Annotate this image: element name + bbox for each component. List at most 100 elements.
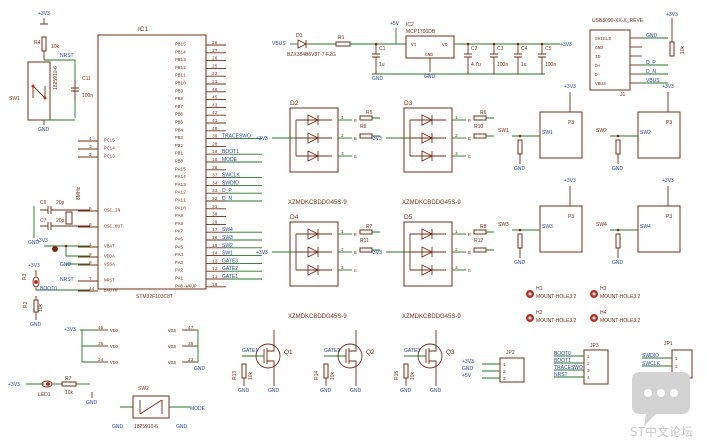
usb-connector: USB3090-XX-X_REVE +3V3 10k J1 SHIELDGNDG… — [589, 12, 686, 98]
watermark-text: ST中文论坛 — [630, 425, 693, 439]
mcu-pin-num: 44 — [89, 286, 95, 292]
mcu-pin-num: 6 — [89, 222, 92, 228]
header-net-label: NRST — [554, 372, 568, 378]
ic2-ref: IC2 — [406, 22, 414, 28]
led-r-top: R8 — [480, 224, 487, 230]
mcu-pin-num: 15 — [212, 243, 218, 249]
led-pin-name: R — [354, 118, 357, 124]
vss-pin-name: VSS — [168, 344, 176, 350]
mcu-pin-name: PB5 — [175, 120, 183, 126]
mcu-pin-num: 20 — [212, 141, 218, 147]
fet-r-val: 10k — [330, 371, 336, 380]
r1-ref: R1 — [338, 35, 345, 41]
mcu-pin-name: PB1 — [175, 151, 183, 157]
d1-part: BZX384B6V8T-7-F2G — [287, 52, 336, 58]
led-pin-num: 2 — [455, 247, 458, 253]
mcu-net-label: SW3 — [222, 235, 233, 241]
vss-pin-num: 23 — [188, 357, 194, 363]
mcu-pin-num: 14 — [212, 251, 218, 257]
reset-circuit: +3V3 R4 10k SW1 1825910-6 NRST C11 100n … — [9, 11, 93, 133]
led-r-bottom: R10 — [474, 124, 483, 130]
boot-circuit: +3V3 R3 NRST BOOT0 R2 10k GND — [22, 263, 90, 328]
led-r-top: R7 — [366, 224, 373, 230]
r7-val: 10k — [65, 390, 74, 396]
hole-ref: H2 — [536, 310, 543, 316]
fet-gnd-right: GND — [430, 388, 442, 394]
mcu-pin-name: PA2 — [175, 268, 183, 274]
mcu-pin-name: PA7 — [175, 229, 183, 235]
sw-part: P3 — [666, 214, 672, 220]
usb-net-label: GND — [646, 33, 658, 39]
hole-label: MOUNT-HOLE3.2 — [600, 318, 641, 324]
header-pin-num: 4 — [587, 375, 590, 381]
led-pin-name: G — [468, 154, 471, 160]
fet-gnd-right: GND — [350, 388, 362, 394]
sw2-part-left: 1825910-6 — [134, 424, 158, 430]
vdd-pin-name: VDD — [110, 344, 118, 350]
mcu-net-label: BOOT1 — [222, 149, 239, 155]
vcc-reg-out: +3V3 — [560, 42, 572, 48]
cap-ref: C3 — [497, 46, 504, 52]
vcc-label-1: +3V3 — [38, 11, 50, 17]
chat-bubble-icon — [632, 372, 690, 426]
mcu-net-label: GATE3 — [222, 258, 238, 264]
mcu-pin-num: 21 — [212, 79, 218, 85]
mcu-pin-name: PB12 — [175, 65, 186, 71]
usb-r-val: 10k — [680, 45, 686, 54]
vdd-pin-num: 48 — [98, 325, 104, 331]
mcu-pin-num: 40 — [212, 126, 218, 132]
led-pin-name: G — [354, 268, 357, 274]
sw-part: P3 — [666, 120, 672, 126]
mcu-pin-name: PB7 — [175, 104, 183, 110]
mcu-pin-name: PA1 — [175, 276, 183, 282]
jp2-ref: JP2 — [506, 350, 515, 356]
mcu-net-label: SW1 — [222, 251, 233, 257]
mcu-pin-name: PB14 — [175, 49, 186, 55]
mcu-pin-num: 39 — [212, 134, 218, 140]
header-net-label: SWDIO — [642, 353, 659, 359]
led-part: XZMDKCBDDG45S-9 — [288, 200, 347, 206]
led-pin-name: B — [354, 136, 357, 142]
led-r-top: R6 — [480, 110, 487, 116]
mcu-pin-name: PB11 — [175, 73, 186, 79]
led-pin-num: 2 — [455, 133, 458, 139]
mcu-pin-name: PA10 — [175, 205, 186, 211]
header-pin-num: 1 — [675, 356, 678, 362]
r2-ref: R2 — [23, 301, 29, 308]
mcu-pin-num: 9 — [89, 252, 92, 258]
boot0-net: BOOT0 — [40, 286, 57, 292]
led-vcc-label: +3V3 — [256, 136, 268, 142]
mcu-pin-name: PA15 — [175, 166, 186, 172]
mcu-pin-num: 28 — [212, 40, 218, 46]
hole-label: MOUNT-HOLE3.2 — [600, 294, 641, 300]
mcu-pin-name: PB10 — [175, 81, 186, 87]
mcu-pin-name: PC14 — [104, 146, 115, 152]
gnd-reg: GND — [424, 74, 436, 80]
led-part: XZMDKCBDDG45S-9 — [288, 314, 347, 320]
mcu-pin-num: 41 — [212, 118, 218, 124]
usb-pin-name: SHIELD — [595, 36, 612, 42]
d1-ref: D1 — [296, 33, 303, 39]
header-net-label: GND — [462, 366, 474, 372]
vdd-pin-num: 36 — [98, 341, 104, 347]
mcu-pin-num: 5 — [89, 206, 92, 212]
c6-val: 20p — [56, 200, 65, 206]
c7-ref: C7 — [40, 218, 47, 224]
ic2-part: MCP1700DB — [406, 29, 436, 35]
led-vcc-label: +3V3 — [256, 250, 268, 256]
mcu-pin-name: PC15 — [104, 138, 115, 144]
hole-label: MOUNT-HOLE3.2 — [536, 294, 577, 300]
mode-net: MODE — [190, 406, 206, 412]
mcu-pin-num: 19 — [212, 149, 218, 155]
